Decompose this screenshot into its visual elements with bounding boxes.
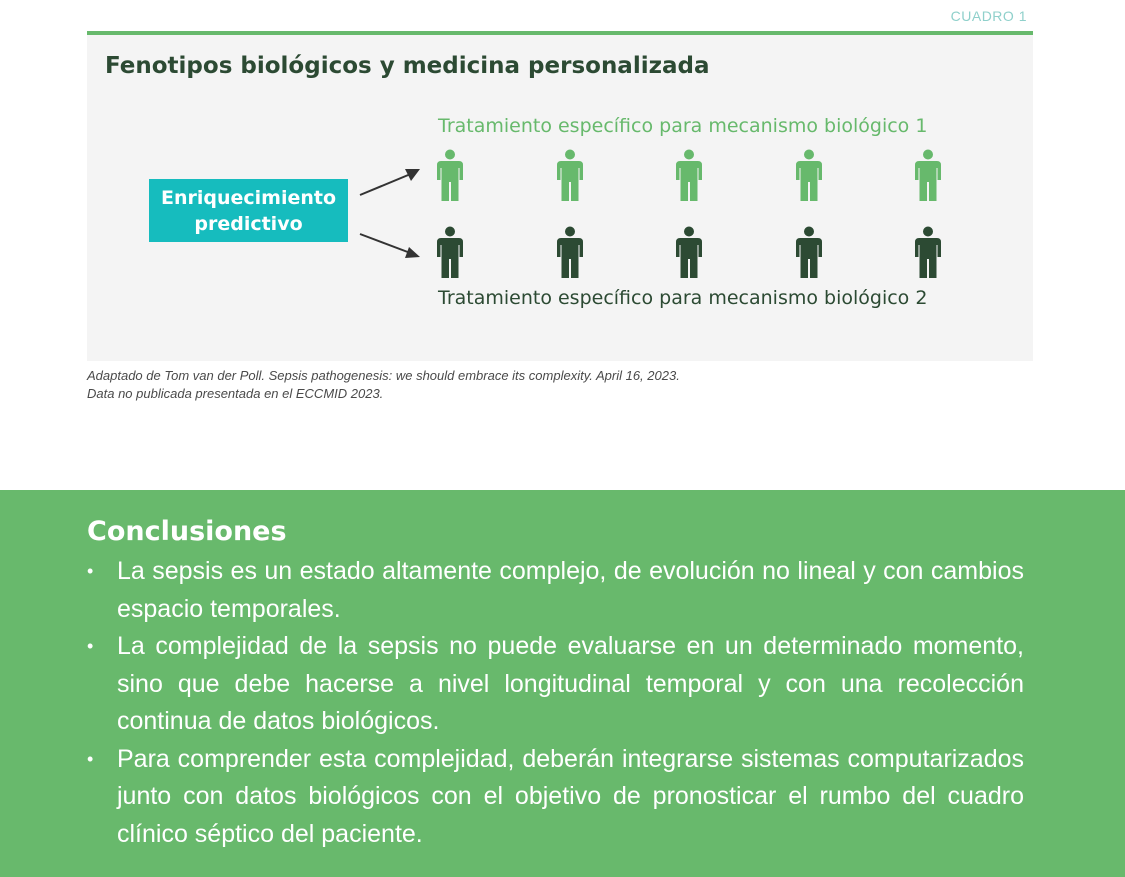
person-icon <box>795 226 822 278</box>
person-icon <box>676 149 702 201</box>
conclusion-item-3: • Para comprender esta complejidad, debe… <box>87 741 1024 854</box>
figure-title: Fenotipos biológicos y medicina personal… <box>105 53 710 79</box>
person-icon <box>437 226 463 278</box>
bottom-people-row <box>437 226 941 278</box>
arrows-graphic <box>359 169 420 258</box>
arrow-up-icon <box>359 169 420 196</box>
conclusion-item-1: • La sepsis es un estado altamente compl… <box>87 553 1024 628</box>
person-icon <box>556 149 583 201</box>
bullet-icon: • <box>87 748 94 769</box>
source-citation: Adaptado de Tom van der Poll. Sepsis pat… <box>87 367 680 403</box>
person-icon <box>556 226 583 278</box>
source-line-1: Adaptado de Tom van der Poll. Sepsis pat… <box>87 368 680 383</box>
top-people-row <box>437 149 941 201</box>
person-icon <box>795 149 822 201</box>
conclusion-text-1: La sepsis es un estado altamente complej… <box>117 557 1024 623</box>
person-icon <box>676 226 702 278</box>
conclusion-item-2: • La complejidad de la sepsis no puede e… <box>87 628 1024 741</box>
bullet-icon: • <box>87 636 94 656</box>
conclusion-text-2: La complejidad de la sepsis no puede eva… <box>117 632 1024 735</box>
person-icon <box>915 226 941 278</box>
person-icon <box>437 149 463 201</box>
person-icon <box>915 149 941 201</box>
figure-number-label: CUADRO 1 <box>950 8 1027 24</box>
conclusions-list: • La sepsis es un estado altamente compl… <box>87 553 1024 853</box>
figure-panel: Fenotipos biológicos y medicina personal… <box>87 31 1033 361</box>
source-line-2: Data no publicada presentada en el ECCMI… <box>87 386 384 401</box>
conclusions-title: Conclusiones <box>87 516 287 547</box>
conclusions-section: Conclusiones • La sepsis es un estado al… <box>0 490 1125 877</box>
treatment-2-label: Tratamiento específico para mecanismo bi… <box>438 287 928 309</box>
bullet-icon: • <box>87 561 94 581</box>
treatment-1-label: Tratamiento específico para mecanismo bi… <box>438 115 928 137</box>
arrow-down-icon <box>359 233 420 258</box>
enrichment-box: Enriquecimiento predictivo <box>149 179 348 242</box>
conclusion-text-3: Para comprender esta complejidad, deberá… <box>117 744 1024 848</box>
